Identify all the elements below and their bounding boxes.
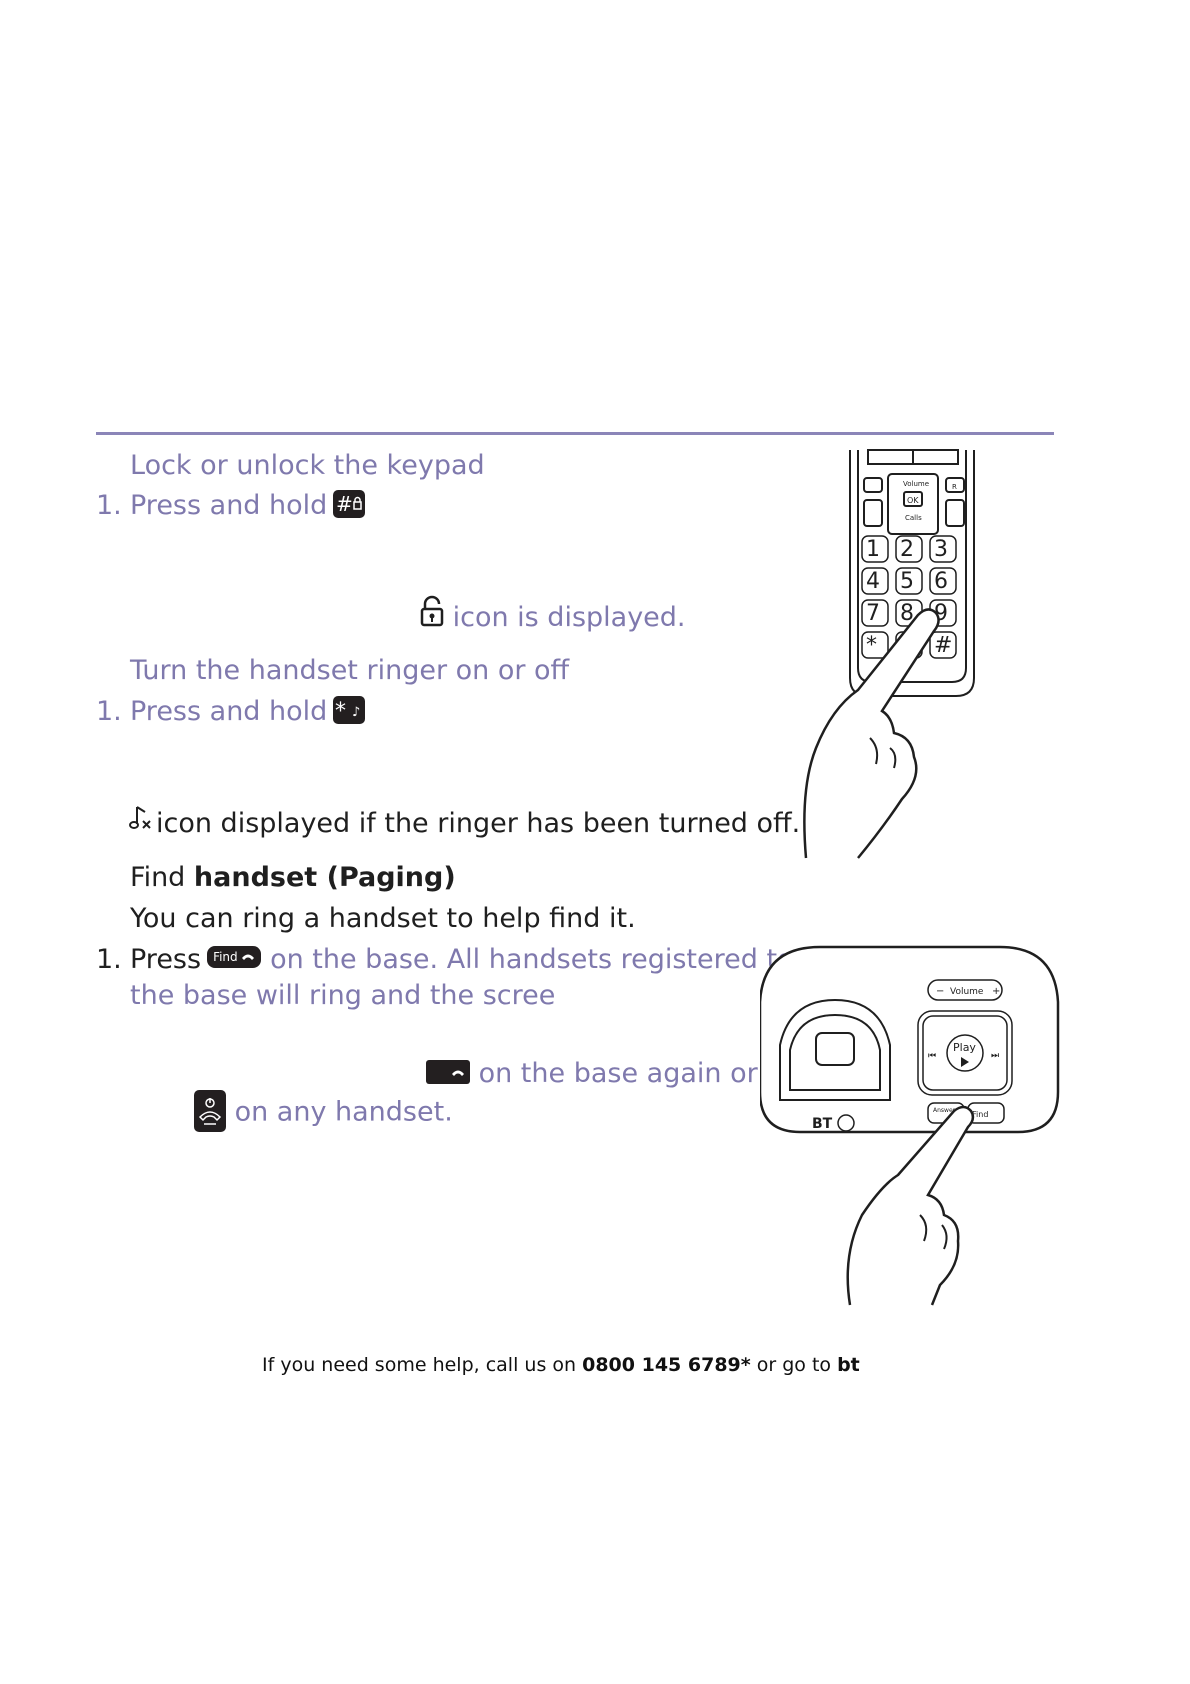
svg-text:⏮: ⏮ [928,1051,936,1061]
lock-keypad-heading: Lock or unlock the keypad [130,450,485,481]
step-number: 1. [96,696,122,727]
key-hash: # [934,633,952,658]
r-label: R [952,483,957,491]
svg-text:♪: ♪ [352,705,360,720]
volume-label: Volume [903,480,929,488]
footer-middle: or go to [756,1354,832,1376]
hash-lock-key-icon: # [333,489,366,518]
ringer-step-1: Press and hold *♪ [130,695,366,729]
note-text: icon displayed if the ringer has been tu… [156,808,801,839]
ringer-note: icon displayed if the ringer has been tu… [128,805,800,844]
paging-stop-handset: on any handset. [194,1090,453,1134]
handset-text: on any handset. [234,1096,453,1128]
step-number: 1. [96,944,122,975]
step-text: Press and hold [130,490,328,521]
end-call-power-key-icon [194,1090,226,1132]
lock-step-1: Press and hold # [130,489,366,523]
key-4: 4 [866,569,880,594]
again-text: on the base again or [478,1058,758,1089]
help-phone-number: 0800 145 6789* [582,1354,751,1376]
step-text-line1: on the base. All handsets registered to [270,944,794,975]
find-key-icon: Find [207,945,262,968]
padlock-icon [420,595,444,636]
key-star: * [866,633,877,658]
ringer-heading: Turn the handset ringer on or off [130,655,570,686]
lock-note: icon is displayed. [420,595,686,639]
paging-step-1: Press Find on the base. All handsets reg… [130,943,794,977]
help-footer: If you need some help, call us on 0800 1… [262,1352,860,1378]
key-3: 3 [934,537,948,562]
svg-text:⏭: ⏭ [991,1051,999,1061]
svg-text:*: * [335,699,346,724]
ok-label: OK [907,496,919,505]
step-number: 1. [96,490,122,521]
footer-prefix: If you need some help, call us on [262,1354,577,1376]
find-key-icon [426,1059,470,1084]
handset-illustration: Volume OK Calls R 1 2 3 4 5 6 7 8 9 * 0 … [803,449,975,859]
help-website-link[interactable]: bt [837,1354,860,1376]
heading-plain: Find [130,862,186,893]
section-divider [96,432,1054,435]
paging-heading: Find handset (Paging) [130,861,456,895]
svg-text:#: # [336,492,353,516]
svg-text:−: − [936,986,944,997]
heading-bold: handset (Paging) [193,862,456,893]
paging-intro: You can ring a handset to help find it. [130,903,636,934]
base-find-label: Find [972,1110,988,1119]
press-text: Press [130,944,202,975]
note-text: icon is displayed. [452,602,686,633]
find-key-label: Find [213,949,238,964]
key-5: 5 [900,569,914,594]
key-2: 2 [900,537,914,562]
key-7: 7 [866,601,880,626]
answer-label: Answer On [933,1107,966,1114]
key-8: 8 [900,601,914,626]
step-text: Press and hold [130,696,328,727]
key-6: 6 [934,569,948,594]
star-ringer-key-icon: *♪ [333,695,366,724]
calls-label: Calls [905,514,922,522]
key-1: 1 [866,537,880,562]
step-text-line2: the base will ring and the scree [130,980,556,1011]
svg-text:+: + [992,986,1000,997]
play-label: Play [953,1041,976,1054]
base-station-illustration: − Volume + Play ⏮ ⏭ Answer On Find BT [760,945,1060,1306]
brand-logo: BT [812,1116,833,1132]
base-volume-label: Volume [950,987,984,997]
ringer-off-icon [128,803,156,842]
paging-stop-base: on the base again or [420,1057,758,1091]
